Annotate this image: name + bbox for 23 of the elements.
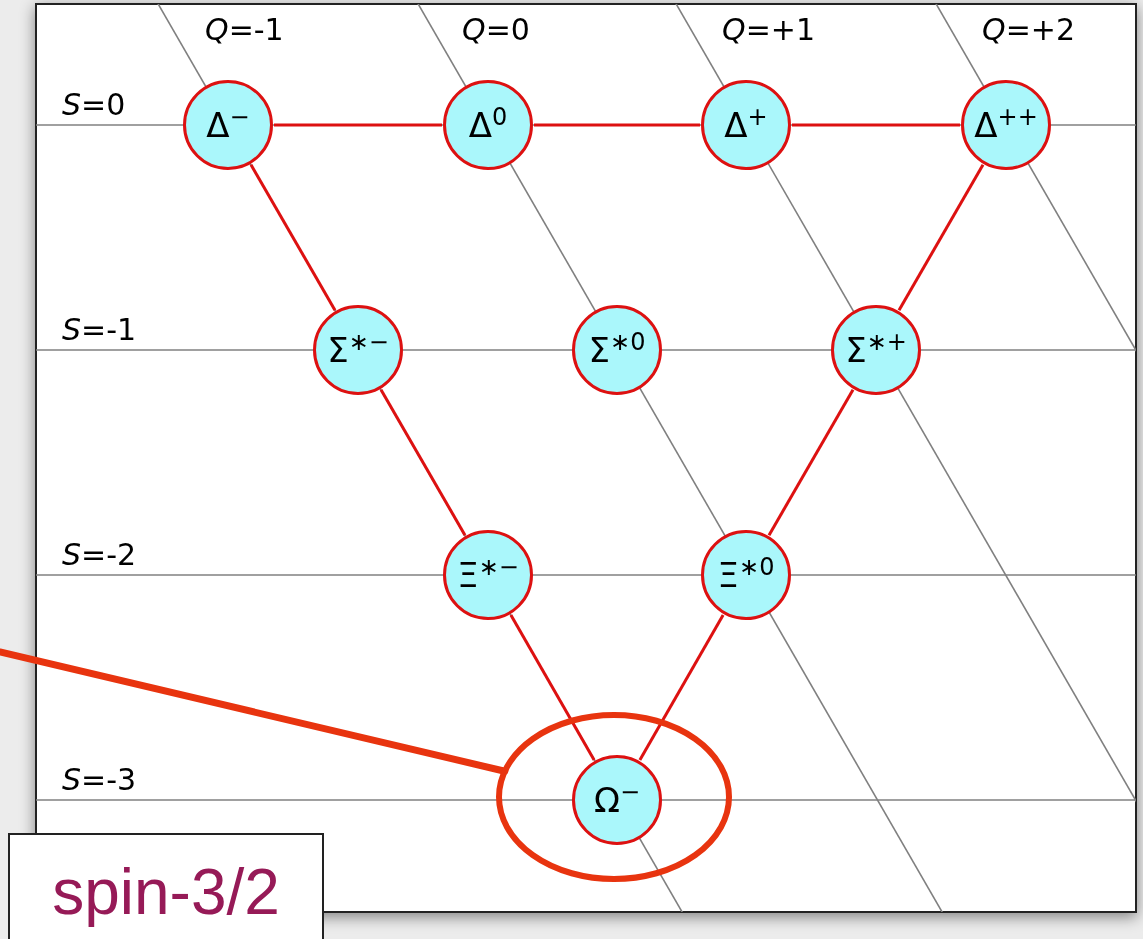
charge-label: Q=0	[462, 15, 530, 45]
connector-line	[534, 123, 700, 127]
connector-line	[638, 614, 725, 761]
particle-symbol: Ω$^{−}$	[593, 783, 641, 817]
particle-symbol: Δ$^{0}$	[468, 108, 508, 142]
charge-label: Q=-1	[205, 15, 284, 45]
particle-symbol: Δ$^{−}$	[206, 108, 250, 142]
particle-symbol: Σ$^{∗+}$	[845, 333, 907, 367]
connector-line	[897, 164, 985, 311]
particle-symbol: Ξ$^{∗−}$	[457, 558, 519, 592]
connector-line	[767, 389, 855, 536]
spin-label: spin-3/2	[8, 833, 324, 939]
connector-line	[249, 164, 337, 311]
charge-label: Q=+1	[722, 15, 815, 45]
charge-label: Q=+2	[982, 15, 1075, 45]
connector-line	[792, 123, 960, 127]
particle-symbol: Σ$^{∗0}$	[588, 333, 646, 367]
connector-line	[509, 614, 596, 761]
particle-symbol: Σ$^{∗−}$	[327, 333, 389, 367]
connector-line	[379, 389, 467, 536]
particle-symbol: Ξ$^{∗0}$	[717, 558, 775, 592]
particle-symbol: Δ$^{++}$	[974, 108, 1038, 142]
particle-symbol: Δ$^{+}$	[724, 108, 768, 142]
